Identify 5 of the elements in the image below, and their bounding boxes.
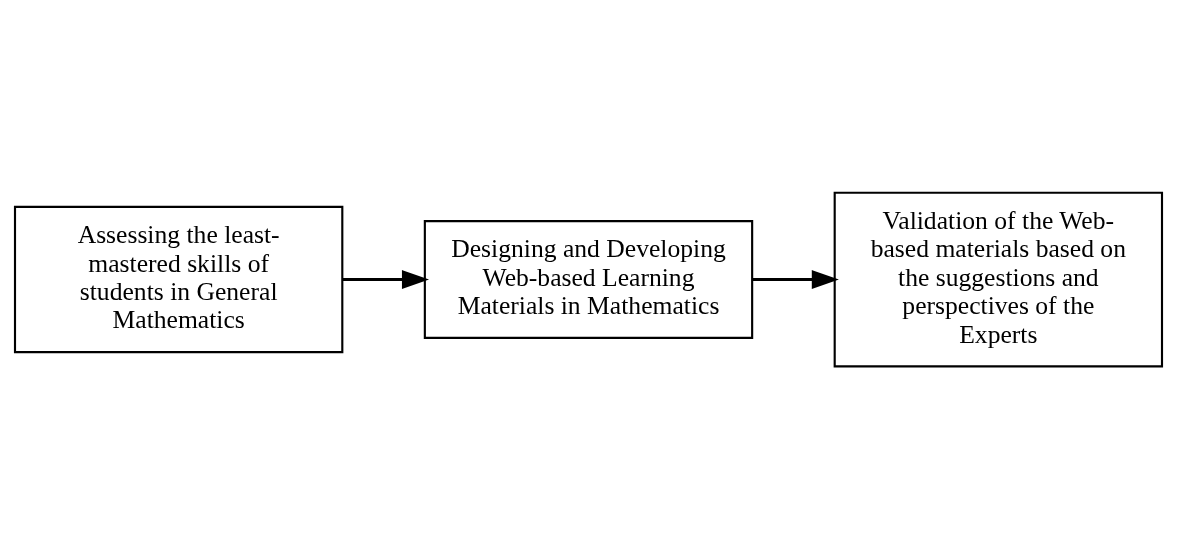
node-box: Designing and Developing Web-based Learning Materials in Mathematics (423, 219, 754, 339)
node-box: Validation of the Web-based materials based on the suggestions and perspectives of the Experts (833, 191, 1164, 367)
node-box: Assessing the least-mastered skills of students in General Mathematics (13, 205, 344, 353)
arrow (752, 269, 839, 289)
arrow (342, 269, 430, 289)
